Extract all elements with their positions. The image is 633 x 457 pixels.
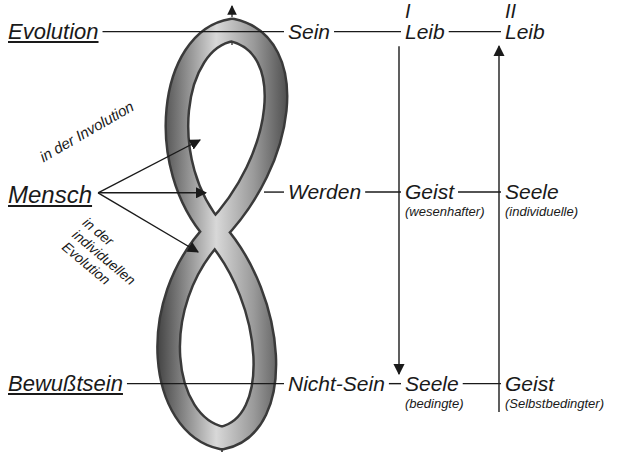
mensch-arrow	[98, 140, 200, 193]
row-line	[127, 383, 284, 384]
moebius-ribbon-edge	[169, 30, 276, 438]
state-word: Sein	[288, 20, 330, 44]
aspect-word: Seele	[505, 180, 559, 204]
moebius-ribbon	[169, 30, 276, 438]
aspect-word: Seele	[405, 372, 459, 396]
state-word: Werden	[288, 180, 361, 204]
aspect-word: Leib	[505, 20, 545, 44]
column-arrow	[398, 46, 399, 374]
diagonal-note: in der Involution	[36, 97, 136, 165]
connector-lines	[98, 32, 501, 412]
aspect-word: Geist	[505, 372, 554, 396]
aspect-qualifier: (Selbstbedingter)	[505, 397, 604, 412]
row-line	[365, 191, 401, 192]
diagonal-note: in der individuellen Evolution	[59, 214, 161, 310]
aspect-word: Geist	[405, 180, 454, 204]
state-word: Nicht-Sein	[288, 372, 385, 396]
row-line	[463, 383, 501, 384]
aspect-qualifier: (wesenhafter)	[405, 205, 484, 220]
row-line	[334, 31, 401, 32]
mensch-arrow	[98, 192, 206, 193]
aspect-qualifier: (bedingte)	[405, 397, 464, 412]
row-line	[264, 191, 284, 192]
row-heading: Bewußtsein	[8, 371, 123, 396]
row-line	[449, 31, 501, 32]
row-line	[103, 31, 284, 32]
column-numeral: II	[505, 0, 516, 23]
row-heading: Evolution	[8, 19, 99, 44]
row-line	[458, 191, 501, 192]
column-arrow	[498, 46, 499, 412]
row-heading: Mensch	[8, 181, 92, 209]
aspect-qualifier: (individuelle)	[505, 205, 578, 220]
row-line	[389, 383, 401, 384]
column-numeral: I	[405, 0, 411, 23]
aspect-word: Leib	[405, 20, 445, 44]
